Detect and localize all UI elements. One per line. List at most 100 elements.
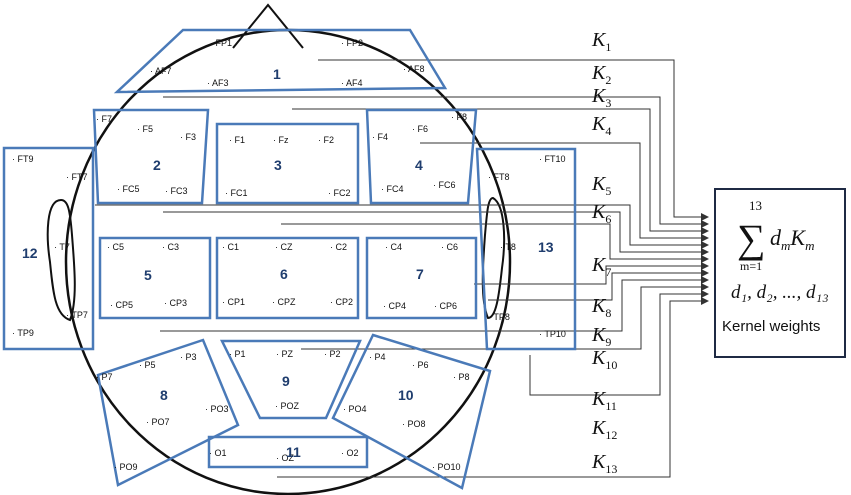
electrode-labels: · FP1· FP2· AF7· AF3· AF4· AF8· F7· F5· … (12, 38, 566, 472)
region-6-label: 6 (280, 266, 288, 282)
electrode-po9: · PO9 (114, 462, 138, 472)
region-9-label: 9 (282, 373, 290, 389)
term-k-sub: m (805, 238, 814, 253)
electrode-f5: · F5 (137, 124, 153, 134)
electrode-fc1: · FC1 (225, 188, 248, 198)
arrow-k4 (420, 142, 709, 242)
electrode-c5: · C5 (107, 242, 124, 252)
electrode-f6: · F6 (412, 124, 428, 134)
kernel-k4-label: K4 (591, 113, 611, 138)
arrow-k7 (281, 223, 709, 263)
sum-symbol: ∑ (737, 216, 766, 261)
region-5-label: 5 (144, 267, 152, 283)
kernel-k1-label: K1 (591, 29, 611, 54)
term-d-sub: m (781, 238, 790, 253)
arrow-k5 (95, 204, 709, 249)
kernel-k13-label: K13 (591, 451, 617, 476)
electrode-ft10: · FT10 (539, 154, 566, 164)
electrode-pz: · PZ (276, 349, 294, 359)
kernel-k8-label: K8 (591, 295, 611, 320)
head-circle (64, 28, 512, 495)
electrode-c1: · C1 (222, 242, 239, 252)
region-8-label: 8 (160, 387, 168, 403)
region-9-outline (219, 339, 362, 420)
electrode-f1: · F1 (229, 135, 245, 145)
electrode-af7: · AF7 (150, 66, 172, 76)
arrow-k11 (301, 283, 709, 350)
electrode-oz: · OZ (276, 453, 294, 463)
kernel-k5-label: K5 (591, 173, 611, 198)
electrode-po3: · PO3 (205, 404, 229, 414)
region-13-outline (475, 147, 577, 351)
arrow-k3 (292, 108, 709, 235)
arrow-k13 (277, 297, 709, 478)
sum-lower: m=1 (740, 259, 762, 273)
arrow-k1 (318, 59, 709, 221)
electrode-p4: · P4 (369, 352, 386, 362)
region-6-outline (215, 236, 360, 320)
electrode-t7: · T7 (54, 242, 70, 252)
region-4-label: 4 (415, 157, 423, 173)
electrode-fp1: · FP1 (210, 38, 232, 48)
electrode-p2: · P2 (324, 349, 341, 359)
electrode-cpz: · CPZ (272, 297, 296, 307)
region-7-outline (365, 236, 478, 320)
electrode-c4: · C4 (385, 242, 402, 252)
electrode-p6: · P6 (412, 360, 429, 370)
electrode-tp7: · TP7 (66, 310, 88, 320)
formula-box: 13 ∑ m=1 dmKm d₁, d₂, ..., d₁₃ Kernel we… (714, 188, 846, 358)
electrode-fc4: · FC4 (381, 184, 404, 194)
arrow-k12 (529, 290, 709, 396)
electrode-cp2: · CP2 (330, 297, 353, 307)
region-10-outline (331, 333, 492, 490)
electrode-af4: · AF4 (341, 78, 363, 88)
left-ear (46, 198, 76, 322)
region-11-label: 11 (286, 444, 301, 460)
electrode-ft8: · FT8 (488, 172, 510, 182)
arrow-k6 (163, 211, 709, 256)
electrode-po4: · PO4 (343, 404, 367, 414)
arrow-k9 (488, 269, 709, 301)
region-8-outline (96, 338, 240, 487)
electrode-cp4: · CP4 (383, 301, 406, 311)
electrode-tp8: · TP8 (488, 312, 510, 322)
kernel-k10-label: K10 (591, 347, 617, 372)
term-d-symbol: d (770, 225, 782, 250)
kernel-k3-label: K3 (591, 85, 611, 110)
kernel-k7-label: K7 (591, 254, 611, 279)
electrode-ft7: · FT7 (66, 172, 88, 182)
electrode-fc2: · FC2 (328, 188, 351, 198)
region-12-label: 12 (22, 245, 38, 261)
region-11-outline (207, 435, 369, 469)
region-outlines (2, 28, 577, 490)
region-4-outline (365, 108, 478, 205)
electrode-f2: · F2 (318, 135, 334, 145)
region-2-label: 2 (153, 157, 161, 173)
arrow-k10 (160, 276, 709, 332)
electrode-po10: · PO10 (432, 462, 461, 472)
electrode-fp2: · FP2 (341, 38, 363, 48)
region-1-label: 1 (273, 66, 281, 82)
electrode-cp3: · CP3 (164, 298, 187, 308)
electrode-tp9: · TP9 (12, 328, 34, 338)
electrode-c2: · C2 (330, 242, 347, 252)
electrode-po8: · PO8 (402, 419, 426, 429)
electrode-cp6: · CP6 (434, 301, 457, 311)
region-2-outline (92, 108, 210, 205)
electrode-af3: · AF3 (207, 78, 229, 88)
electrode-ft9: · FT9 (12, 154, 34, 164)
kernel-k2-label: K2 (591, 62, 611, 87)
term-d: dmKm (770, 225, 814, 253)
electrode-p3: · P3 (180, 352, 197, 362)
electrode-o2: · O2 (341, 448, 359, 458)
electrode-p5: · P5 (139, 360, 156, 370)
electrode-po7: · PO7 (146, 417, 170, 427)
kernel-k9-label: K9 (591, 324, 611, 349)
arrow-k2 (163, 96, 709, 228)
electrode-c3: · C3 (162, 242, 179, 252)
region-1-outline (113, 28, 448, 94)
kernel-arrows (95, 59, 709, 478)
